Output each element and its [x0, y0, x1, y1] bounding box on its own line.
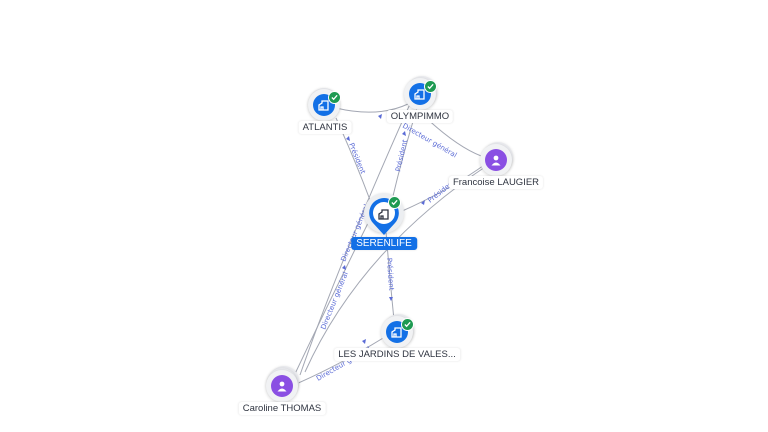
edge-thomas-olympimmo	[299, 103, 411, 376]
edge-arrow	[402, 131, 406, 136]
edge-label-laugier-dg: Directeur général	[401, 122, 458, 160]
company-icon	[378, 207, 390, 220]
edge-arrow	[346, 136, 350, 141]
edge-thomas-serenlife	[292, 214, 373, 379]
person-icon	[271, 375, 293, 397]
node-label: OLYMPIMMO	[386, 110, 454, 123]
edge-label-olympimmo-president: Président	[394, 139, 409, 173]
node-label-main: SERENLIFE	[351, 237, 417, 250]
verified-check-icon	[401, 318, 414, 331]
edge-atlantis-olympimmo	[335, 103, 409, 113]
node-label: Caroline THOMAS	[238, 402, 326, 415]
edge-label-jardins-president: Président	[385, 258, 395, 291]
verified-check-icon	[388, 196, 401, 209]
edge-arrow	[378, 114, 382, 119]
node-label: ATLANTIS	[298, 121, 352, 134]
edge-arrow	[421, 200, 425, 205]
edge-arrow	[342, 265, 346, 270]
verified-check-icon	[328, 91, 341, 104]
node-label: LES JARDINS DE VALES...	[334, 348, 460, 361]
verified-check-icon	[424, 80, 437, 93]
edge-thomas-jardins	[295, 334, 389, 385]
edge-arrow	[362, 339, 366, 344]
edge-arrow	[389, 297, 393, 301]
edge-serenlife-laugier	[399, 162, 488, 213]
person-icon	[485, 149, 507, 171]
edge-label-atlantis-president: Président	[347, 142, 367, 176]
node-label: Francoise LAUGIER	[448, 176, 544, 189]
